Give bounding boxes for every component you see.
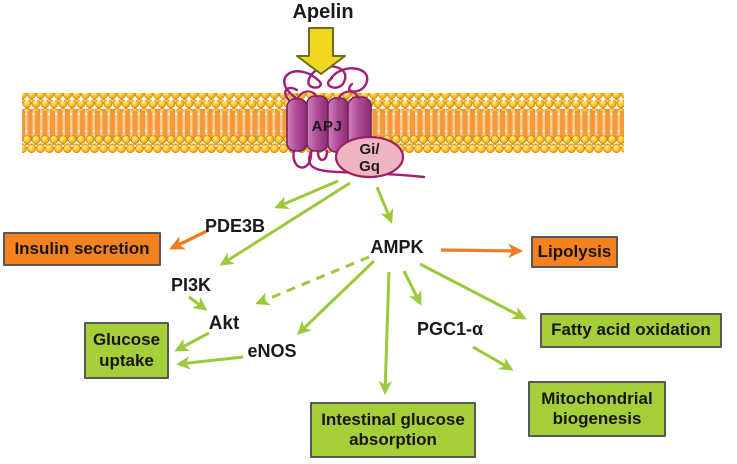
g-protein-line2: Gq <box>359 158 380 175</box>
node-akt: Akt <box>208 313 240 334</box>
receptor-loops <box>283 65 426 179</box>
node-enos: eNOS <box>247 341 297 361</box>
top-loop <box>295 90 319 101</box>
receptor-label-apj: APJ <box>311 118 343 135</box>
helix-connectors <box>295 90 361 101</box>
box-insulin-secretion: Insulin secretion <box>3 232 161 266</box>
top-loop <box>336 90 361 101</box>
extracellular-loop <box>284 86 299 102</box>
node-ampk: AMPK <box>370 237 424 257</box>
g-protein-ellipse <box>334 135 405 179</box>
dashed-arrow-ampk-to-akt <box>255 255 370 306</box>
apj-receptor-helices <box>286 95 372 154</box>
box-mitochondrial-biogenesis: Mitochondrial biogenesis <box>528 381 666 437</box>
box-glucose-uptake: Glucose uptake <box>84 322 169 379</box>
arrow-receptor-to-pde3b <box>274 179 339 209</box>
box-lipolysis: Lipolysis <box>531 236 618 268</box>
g-protein-line1: Gi/ <box>359 140 380 158</box>
g-protein-label: Gi/ Gq <box>336 139 403 177</box>
arrow-akt-to-glucose-uptake <box>174 331 210 352</box>
arrow-pgc1a-to-mitochondrial-biogenesis <box>472 345 514 371</box>
arrow-ampk-to-enos <box>296 259 376 336</box>
arrow-receptor-to-ampk <box>375 186 394 224</box>
orange-arrows <box>169 229 524 259</box>
arrow-ampk-to-pgc1a <box>402 270 422 306</box>
arrow-ampk-to-fatty-acid-oxidation <box>419 262 527 320</box>
box-fatty-acid-oxidation: Fatty acid oxidation <box>540 313 722 348</box>
extracellular-loop <box>283 65 347 100</box>
arrow-pde3b-to-insulin-secretion <box>169 229 208 250</box>
helix <box>286 98 308 152</box>
arrow-ampk-to-intestinal-absorption <box>378 271 393 395</box>
node-pgc1-alpha: PGC1-α <box>416 319 484 339</box>
ligand-label-apelin: Apelin <box>292 1 354 23</box>
arrow-receptor-to-pi3k <box>219 181 351 266</box>
green-arrows <box>174 179 527 395</box>
arrow-pi3k-to-akt <box>188 295 208 311</box>
box-intestinal-glucose-absorption: Intestinal glucose absorption <box>310 402 476 458</box>
extracellular-loop <box>328 67 369 93</box>
node-pde3b: PDE3B <box>204 216 266 236</box>
arrow-enos-to-glucose-uptake <box>176 355 244 370</box>
apelin-down-block-arrow-icon <box>296 27 346 75</box>
arrow-ampk-to-lipolysis <box>440 243 524 259</box>
intracellular-loop <box>316 148 329 162</box>
c-terminal-tail <box>308 150 426 179</box>
node-pi3k: PI3K <box>170 275 212 295</box>
